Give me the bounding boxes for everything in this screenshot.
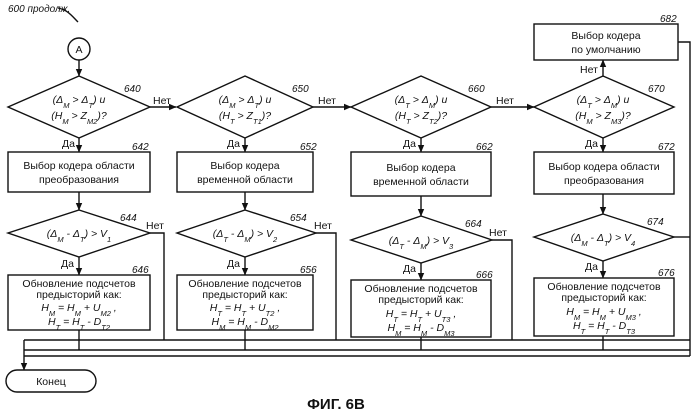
box-642: [8, 152, 150, 192]
box-666-line2: предысторий как:: [378, 294, 463, 306]
connector-a-label: A: [75, 44, 82, 56]
box-676-line2: предысторий как:: [561, 292, 646, 304]
decision-674-yes-label: Да: [585, 261, 598, 273]
decision-670-yes-label: Да: [585, 138, 598, 150]
decision-650-no-label: Нет: [318, 95, 336, 107]
box-682-ref: 682: [660, 14, 677, 25]
column-4: 682 Выбор кодера по умолчанию 670 (ΔT > …: [534, 14, 678, 336]
box-662-ref: 662: [476, 142, 493, 153]
box-652-line1: Выбор кодера: [210, 160, 279, 172]
decision-640-no-label: Нет: [153, 95, 171, 107]
box-662-line2: временной области: [373, 176, 469, 188]
decision-644-no-label: Нет: [146, 220, 164, 232]
column-2: 650 (ΔM > ΔT) и (HT > ZT1)? Нет Да 652 В…: [177, 76, 336, 332]
decision-650-yes-label: Да: [227, 138, 240, 150]
end-label: Конец: [36, 376, 66, 388]
figure-caption: ФИГ. 6B: [307, 396, 365, 413]
decision-660-yes-label: Да: [403, 138, 416, 150]
decision-654-ref: 654: [290, 213, 307, 224]
box-646-ref: 646: [132, 265, 149, 276]
box-652: [177, 152, 313, 192]
box-666-ref: 666: [476, 270, 493, 281]
box-652-line2: временной области: [197, 174, 293, 186]
box-672-line1: Выбор кодера области: [548, 161, 659, 173]
decision-640-ref: 640: [124, 84, 141, 95]
decision-664-ref: 664: [465, 219, 482, 230]
decision-640-yes-label: Да: [62, 138, 75, 150]
column-1: 640 (ΔM > ΔT) и (HM > ZM2)? Нет Да 642 В…: [8, 76, 171, 332]
box-642-ref: 642: [132, 142, 149, 153]
box-646-line2: предысторий как:: [36, 289, 121, 301]
column-3: 660 (ΔT > ΔM) и (HT > ZT2)? Нет Да 662 В…: [351, 76, 514, 338]
box-682-line2: по умолчанию: [571, 44, 640, 56]
decision-650-ref: 650: [292, 84, 309, 95]
decision-670-no-label: Нет: [580, 64, 598, 76]
box-662: [351, 152, 491, 196]
decision-664-yes-label: Да: [403, 263, 416, 275]
decision-664-no-label: Нет: [489, 227, 507, 239]
box-672-ref: 672: [658, 142, 675, 153]
decision-654-yes-label: Да: [227, 258, 240, 270]
decision-660-ref: 660: [468, 84, 485, 95]
box-642-line2: преобразования: [39, 174, 119, 186]
box-672-line2: преобразования: [564, 175, 644, 187]
box-682-line1: Выбор кодера: [571, 30, 640, 42]
decision-670-ref: 670: [648, 84, 665, 95]
box-676-ref: 676: [658, 268, 675, 279]
figure-ref: 600 продолж.: [8, 4, 70, 15]
box-642-line1: Выбор кодера области: [23, 160, 134, 172]
decision-674-ref: 674: [647, 217, 664, 228]
decision-654-no-label: Нет: [314, 220, 332, 232]
box-656-ref: 656: [300, 265, 317, 276]
decision-660-no-label: Нет: [496, 95, 514, 107]
decision-644-yes-label: Да: [61, 258, 74, 270]
decision-644-ref: 644: [120, 213, 137, 224]
box-662-line1: Выбор кодера: [386, 162, 455, 174]
box-672: [534, 152, 674, 194]
box-656-line2: предысторий как:: [202, 289, 287, 301]
box-652-ref: 652: [300, 142, 317, 153]
